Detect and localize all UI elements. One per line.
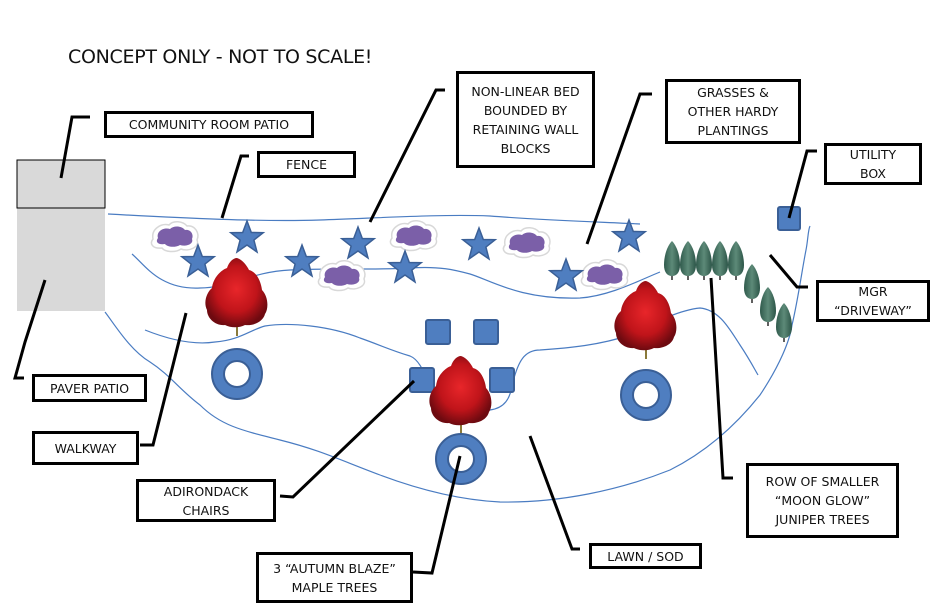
label-grasses: GRASSES & OTHER HARDY PLANTINGS	[665, 79, 801, 144]
paver-patio	[17, 208, 105, 311]
juniper-tree	[695, 240, 713, 281]
leader-juniper-row	[709, 277, 733, 480]
shrub	[317, 259, 366, 292]
page-title: CONCEPT ONLY - NOT TO SCALE!	[68, 46, 373, 68]
shrub	[580, 258, 629, 291]
label-paver-patio: PAVER PATIO	[32, 374, 147, 402]
leader-non-linear-bed	[368, 88, 445, 223]
leader-walkway	[140, 312, 188, 447]
star	[612, 219, 646, 252]
star	[462, 227, 496, 260]
juniper-tree	[743, 263, 761, 304]
tree-ring	[435, 433, 487, 485]
maple-tree	[613, 280, 678, 360]
adirondack-chair	[473, 319, 499, 345]
adirondack-chair	[489, 367, 515, 393]
maple-tree	[428, 355, 493, 435]
juniper-tree	[759, 286, 777, 327]
shrub	[389, 219, 438, 252]
label-utility-box: UTILITY BOX	[824, 143, 922, 185]
leader-mgr-driveway	[768, 254, 808, 289]
maple-tree	[204, 257, 269, 337]
leader-grasses	[585, 92, 652, 245]
juniper-tree	[711, 240, 729, 281]
tree-ring	[620, 369, 672, 421]
leader-adirondack-chairs	[279, 379, 416, 499]
star	[285, 244, 319, 277]
label-juniper-row: ROW OF SMALLER “MOON GLOW” JUNIPER TREES	[746, 463, 899, 538]
label-walkway: WALKWAY	[32, 431, 139, 465]
community-room-patio	[16, 159, 106, 209]
star	[341, 226, 375, 259]
shrub	[150, 220, 199, 253]
walkway-outer-edge	[104, 225, 811, 503]
label-fence: FENCE	[257, 151, 356, 178]
leader-utility-box	[787, 149, 817, 219]
juniper-tree	[663, 240, 681, 281]
leader-fence	[220, 154, 249, 219]
label-non-linear-bed: NON-LINEAR BED BOUNDED BY RETAINING WALL…	[456, 71, 595, 168]
maple-trees	[204, 257, 678, 485]
star	[388, 250, 422, 283]
label-mgr-driveway: MGR “DRIVEWAY”	[816, 280, 930, 322]
shrub	[502, 226, 551, 259]
adirondack-chair	[409, 367, 435, 393]
tree-ring	[211, 348, 263, 400]
star	[230, 220, 264, 253]
leader-lines	[13, 88, 817, 575]
label-adirondack-chairs: ADIRONDACK CHAIRS	[136, 479, 276, 522]
juniper-tree	[679, 240, 697, 281]
label-lawn-sod: LAWN / SOD	[589, 543, 702, 569]
utility-box	[777, 206, 801, 231]
adirondack-chair	[425, 319, 451, 345]
fence-line	[107, 213, 641, 225]
leader-lawn-sod	[528, 435, 580, 551]
leader-community-room-patio	[59, 115, 90, 179]
star	[549, 258, 583, 291]
leader-maple-trees	[412, 455, 462, 575]
leader-paver-patio	[13, 279, 47, 380]
juniper-tree	[727, 240, 745, 281]
label-community-room-patio: COMMUNITY ROOM PATIO	[104, 111, 314, 138]
label-maple-trees: 3 “AUTUMN BLAZE” MAPLE TREES	[256, 552, 413, 603]
